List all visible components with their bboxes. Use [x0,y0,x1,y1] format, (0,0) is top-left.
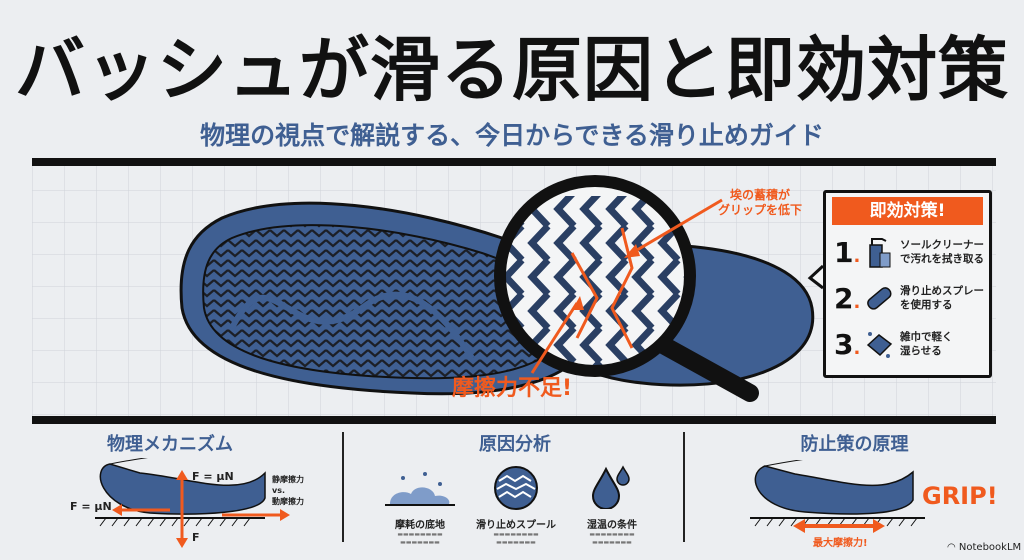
friction-arrow [530,302,579,374]
divider [342,432,344,542]
cause-item: 湿温の条件▬▬▬▬▬▬▬▬▬▬▬▬▬▬▬ [587,520,637,546]
divider [683,432,685,542]
magnifier [503,184,687,368]
force-down-label: F [192,531,200,544]
step-text: を使用する [900,299,953,311]
page-subtitle: 物理の視点で解説する、今日からできる滑り止めガイド [200,121,824,150]
causes-title: 原因分析 [479,434,551,455]
notebooklm-logo-icon: ◠ [947,542,959,553]
shoe-force-diagram [95,458,290,548]
prevention-title: 防止策の原理 [800,434,909,455]
magnifier-handle [656,337,759,402]
step-3: 3. 雑巾で軽く湿らせる [826,321,989,367]
top-bar [32,158,996,166]
bandage-icon [867,287,892,310]
prevention-section: 防止策の原理 GRIP! 最大摩擦力! ◠ NotebookLM [685,430,1024,555]
step-1: 1. ソールクリーナーで汚れを拭き取る [826,229,989,275]
max-friction-label: 最大摩擦力! [813,538,868,549]
step-number: 1. [834,235,861,269]
step-2: 2. 滑り止めスプレーを使用する [826,275,989,321]
friction-force-label: F = μN [70,500,112,513]
dust-annotation-line2: グリップを低下 [718,203,803,217]
step-number: 3. [834,327,861,361]
quick-fix-callout: 即効対策! 1. ソールクリーナーで汚れを拭き取る 2. 滑り止めスプレーを使用… [823,190,992,378]
step-text: 雑巾で軽く [900,331,953,343]
page-title: バッシュが滑る原因と即効対策 [15,29,1009,111]
step-text: ソールクリーナー [900,239,984,251]
dust-arrow [631,198,723,255]
notebooklm-watermark: ◠ NotebookLM [947,542,1022,553]
dust-annotation-line1: 埃の蓄積が [730,188,791,202]
cause-item: 滑り止めスプール▬▬▬▬▬▬▬▬▬▬▬▬▬▬▬ [476,520,556,546]
dust-annotation: 埃の蓄積が グリップを低下 [718,188,802,218]
step-text: 湿らせる [900,345,942,357]
causes-section: 原因分析 摩耗の底地▬▬▬▬▬▬▬▬▬▬▬▬▬▬▬ 滑り止めスプール▬▬▬▬▬▬… [345,430,685,555]
dust-icon [385,472,455,506]
step-text: 滑り止めスプレー [900,285,984,297]
cause-item: 摩耗の底地▬▬▬▬▬▬▬▬▬▬▬▬▬▬▬ [395,520,445,546]
friction-annotation: 摩擦力不足! [452,376,573,401]
worn-pattern-icon [494,466,538,510]
step-number: 2. [834,281,861,315]
grip-label: GRIP! [922,482,998,510]
magnifier-ring [494,175,696,377]
water-drop-icon [591,465,630,509]
step-text: で汚れを拭き取る [900,253,984,265]
spray-bottle-icon [869,238,891,268]
callout-title: 即効対策! [832,197,983,225]
shoe-grip-diagram [750,460,925,533]
physics-title: 物理メカニズム [107,434,233,455]
wet-cloth-icon [866,332,893,358]
bottom-bar [32,416,996,424]
force-up-label: F = μN [192,470,234,483]
